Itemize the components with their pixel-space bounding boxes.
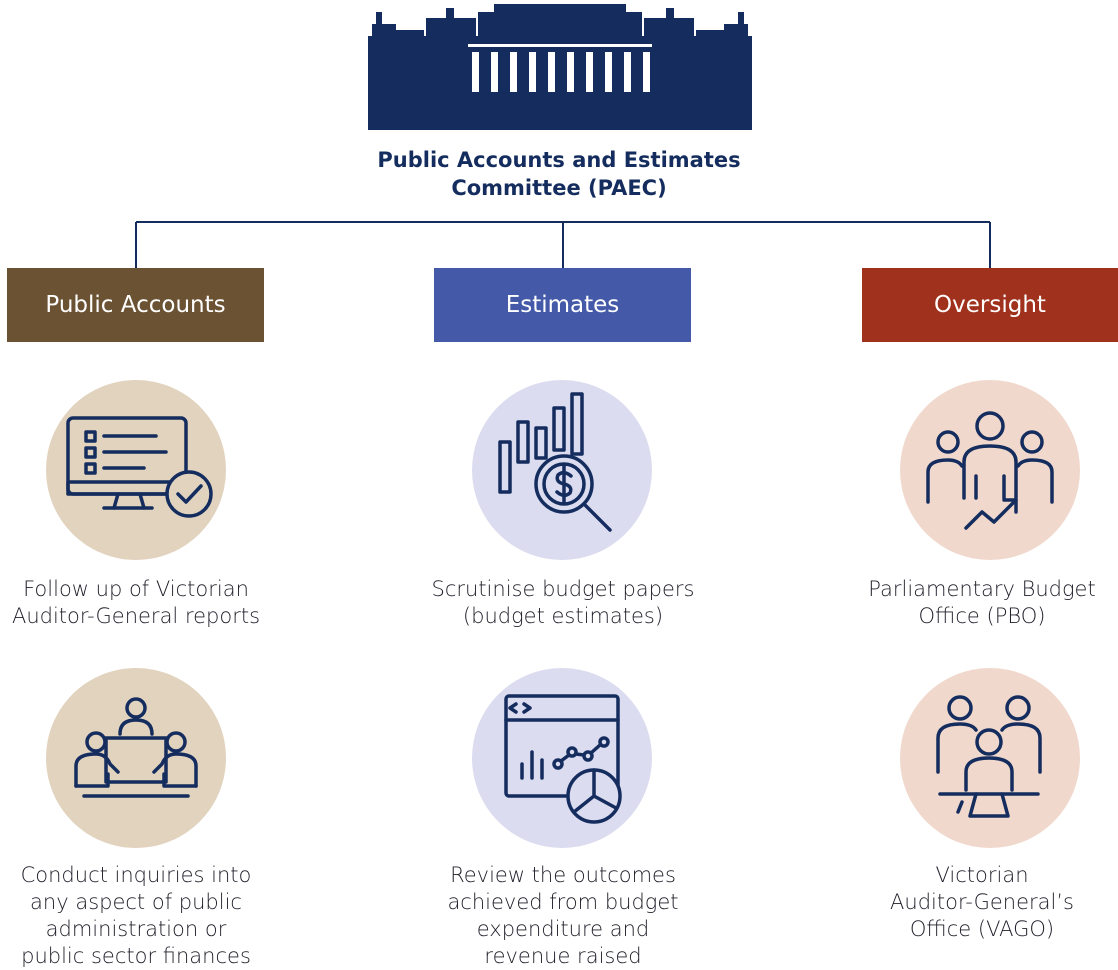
parliament-building-icon bbox=[368, 4, 752, 130]
heading-estimates: Estimates bbox=[434, 268, 691, 342]
caption-line: Scrutinise budget papers bbox=[431, 577, 695, 601]
caption-line: (budget estimates) bbox=[462, 604, 664, 628]
caption-budget-papers: Scrutinise budget papers (budget estimat… bbox=[413, 576, 713, 630]
caption-line: public sector finances bbox=[21, 944, 251, 968]
caption-inquiries: Conduct inquiries into any aspect of pub… bbox=[0, 862, 272, 970]
caption-vago-reports: Follow up of Victorian Auditor-General r… bbox=[0, 576, 272, 630]
caption-line: revenue raised bbox=[484, 944, 642, 968]
caption-line: Office (PBO) bbox=[918, 604, 1046, 628]
caption-review-outcomes: Review the outcomes achieved from budget… bbox=[413, 862, 713, 970]
heading-public-accounts-label: Public Accounts bbox=[45, 292, 226, 318]
committee-title-line-1: Public Accounts and Estimates bbox=[377, 148, 741, 172]
heading-oversight-label: Oversight bbox=[934, 292, 1046, 318]
caption-line: Follow up of Victorian bbox=[23, 577, 249, 601]
caption-line: Conduct inquiries into bbox=[20, 863, 252, 887]
heading-public-accounts: Public Accounts bbox=[7, 268, 264, 342]
team-growth-icon bbox=[900, 380, 1080, 560]
committee-title: Public Accounts and Estimates Committee … bbox=[259, 146, 859, 202]
heading-estimates-label: Estimates bbox=[505, 292, 620, 318]
analytics-dashboard-icon bbox=[472, 668, 652, 848]
caption-line: Office (VAGO) bbox=[909, 917, 1055, 941]
caption-line: administration or bbox=[45, 917, 227, 941]
budget-magnifier-icon bbox=[472, 380, 652, 560]
caption-line: achieved from budget bbox=[447, 890, 679, 914]
caption-line: Auditor-General’s bbox=[890, 890, 1074, 914]
caption-line: Auditor-General reports bbox=[11, 604, 261, 628]
team-presenter-icon bbox=[900, 668, 1080, 848]
committee-title-line-2: Committee (PAEC) bbox=[451, 176, 667, 200]
caption-pbo: Parliamentary Budget Office (PBO) bbox=[846, 576, 1118, 630]
caption-line: expenditure and bbox=[476, 917, 650, 941]
caption-line: Review the outcomes bbox=[450, 863, 676, 887]
caption-vago: Victorian Auditor-General’s Office (VAGO… bbox=[846, 862, 1118, 943]
caption-line: Victorian bbox=[935, 863, 1029, 887]
meeting-table-icon bbox=[46, 668, 226, 848]
caption-line: Parliamentary Budget bbox=[868, 577, 1096, 601]
monitor-checklist-icon bbox=[46, 380, 226, 560]
heading-oversight: Oversight bbox=[862, 268, 1118, 342]
caption-line: any aspect of public bbox=[30, 890, 242, 914]
